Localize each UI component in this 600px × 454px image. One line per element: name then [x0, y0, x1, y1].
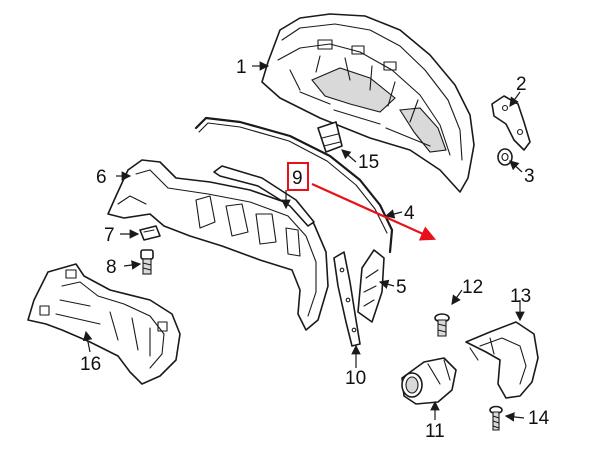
leader-lines [82, 61, 525, 422]
callout-5: 5 [396, 277, 407, 298]
highlight-box [287, 162, 309, 191]
part-9-strip [213, 165, 315, 227]
callout-16: 16 [80, 354, 101, 375]
callout-10: 10 [345, 368, 366, 389]
part-13-tailpipe [465, 321, 539, 399]
part-1-bumper-cover [261, 13, 475, 193]
part-10-side-strip [333, 251, 361, 347]
callout-9: 9 [292, 168, 303, 189]
part-7-clip [139, 225, 161, 241]
callout-1: 1 [236, 57, 247, 78]
highlight-callout-9 [287, 162, 437, 241]
callout-3: 3 [524, 166, 535, 187]
callout-8: 8 [106, 257, 117, 278]
part-16-bracket [27, 263, 181, 385]
part-5-side-bracket [357, 249, 385, 323]
callout-11: 11 [425, 421, 445, 442]
callout-2: 2 [516, 74, 527, 95]
callout-12: 12 [462, 277, 483, 298]
callouts: 1 2 3 4 5 6 7 8 9 10 11 12 13 14 15 16 [80, 57, 550, 442]
callout-14: 14 [528, 408, 550, 429]
callout-7: 7 [104, 225, 115, 246]
part-12-bolt [434, 313, 450, 337]
part-8-screw [140, 249, 154, 275]
part-6-diffuser [107, 159, 329, 331]
callout-6: 6 [96, 167, 107, 188]
part-4-molding [194, 116, 394, 254]
part-14-screw [489, 405, 503, 431]
callout-15: 15 [358, 152, 379, 173]
part-15-clip [317, 121, 343, 153]
callout-13: 13 [510, 286, 531, 307]
part-3-grommet [497, 148, 513, 166]
callout-4: 4 [404, 203, 415, 224]
highlight-arrow [311, 182, 437, 241]
part-11-sleeve [401, 357, 457, 405]
